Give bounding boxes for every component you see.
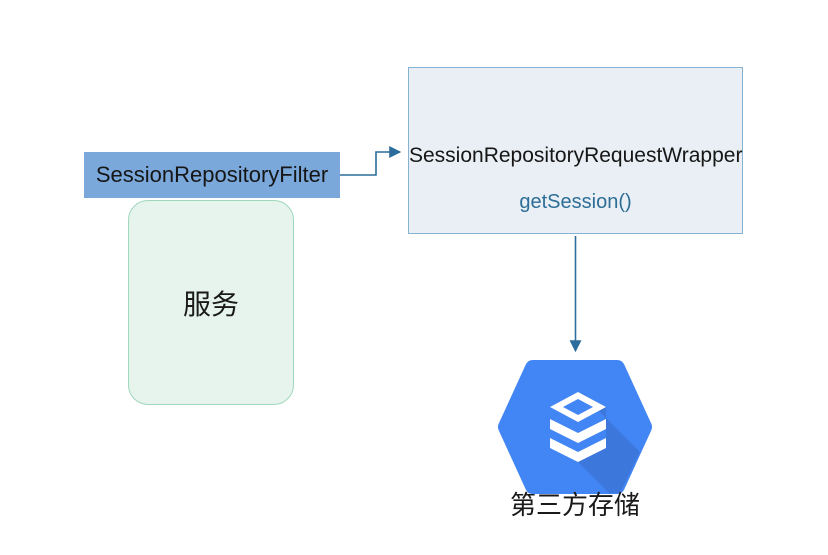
wrapper-node-title: SessionRepositoryRequestWrapper xyxy=(409,144,743,167)
connector-filter-to-wrapper xyxy=(340,146,402,176)
service-node-label: 服务 xyxy=(182,288,239,320)
hexagon-inner-shadow xyxy=(578,393,652,493)
get-session-method-label: getSession() xyxy=(519,191,632,213)
session-repository-request-wrapper-node: SessionRepositoryRequestWrapper getSessi… xyxy=(408,67,743,234)
session-repository-filter-node: SessionRepositoryFilter xyxy=(84,152,340,198)
database-stack-glyph xyxy=(550,392,606,462)
storage-hexagon-icon xyxy=(498,360,652,494)
storage-node-label: 第三方存储 xyxy=(509,490,640,520)
session-repository-filter-label: SessionRepositoryFilter xyxy=(95,162,329,187)
service-node: 服务 xyxy=(128,200,294,405)
